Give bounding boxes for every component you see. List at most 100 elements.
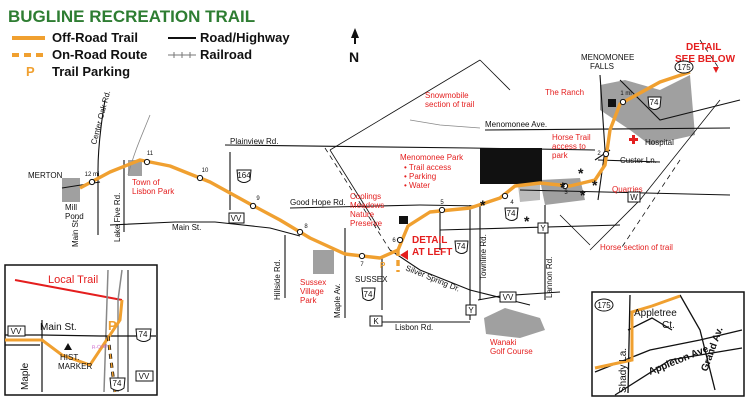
label-main-st: Main St. [172,223,201,232]
svg-text:VV: VV [503,293,514,302]
mile-marker-label: 2 [597,151,601,157]
label-main-st-vert: Main St. [71,218,80,247]
mile-markers: 12 mi 11 10 9 8 7 6 5 4 3 2 1 mi [85,91,632,268]
inset-hist-marker: HIST.MARKER [58,353,92,371]
mile-marker-label: 12 mi [85,172,100,178]
legend-onroad-label: On-Road Route [52,47,147,62]
north-label: N [349,49,359,65]
mile-marker-label: 11 [147,151,154,157]
inset-parking: P [108,318,117,333]
trail-offroad [79,70,691,260]
label-lake-five: Lake Five Rd. [113,193,122,242]
label-menomonee-ave: Menomonee Ave. [485,120,547,129]
dashed-boundaries [324,39,721,251]
svg-text:*: * [580,187,586,203]
mile-marker-label: 4 [510,200,514,206]
railroads [127,114,481,176]
inset-maple: Maple [20,362,31,390]
label-quarries: Quarries [612,185,643,194]
svg-text:*: * [524,213,530,229]
svg-text:VV: VV [11,327,22,336]
label-townline: Townline Rd. [479,234,488,280]
mile-marker-label: 8 [304,224,308,230]
svg-text:W: W [630,193,638,202]
svg-text:175: 175 [597,301,611,310]
label-plainview: Plainview Rd. [230,137,278,146]
svg-text:74: 74 [457,242,466,251]
detail-below-arrow [713,67,719,73]
section-boundaries [329,59,721,251]
mile-marker-label: 6 [392,238,396,244]
highway-shields: 164 VV 74 74 VV K Y Y W 175 74 74 [228,60,694,327]
legend-parking-symbol: P [26,64,35,79]
asterisk-marks: *** *** [480,165,598,229]
svg-text:P: P [380,261,386,270]
svg-text:K: K [373,317,379,326]
svg-text:*: * [480,197,486,213]
label-lannon: Lannon Rd. [545,257,554,298]
label-hillside: Hillside Rd. [273,260,282,300]
label-merton: MERTON [28,171,63,180]
svg-text:Y: Y [468,306,474,315]
mile-marker-label: 10 [202,168,209,174]
label-horse-section: Horse section of trail [600,243,673,252]
inset-left: Local Trail Main St. Maple P R-O-W HIST.… [4,264,158,396]
svg-text:74: 74 [364,290,373,299]
nature-preserve-building [399,216,408,224]
detail-left-arrow [400,250,408,260]
mile-marker-label: 1 mi [620,91,631,97]
svg-text:74: 74 [650,98,659,107]
mile-marker-label: 9 [256,196,260,202]
ranch-building [608,99,616,107]
legend-railroad-label: Railroad [200,47,252,62]
north-arrow [351,28,359,44]
label-the-ranch: The Ranch [545,88,584,97]
legend-road-label: Road/Highway [200,30,290,45]
inset-shady: Shady La. [618,348,629,393]
svg-text:74: 74 [139,330,148,339]
legend-parking-label: Trail Parking [52,64,130,79]
svg-text:164: 164 [237,171,251,180]
label-hospital: Hospital [645,138,674,147]
label-maple-av: Maple Av. [333,284,342,318]
legend-railroad-swatch [168,52,196,58]
map-title: BUGLINE RECREATION TRAIL [8,7,255,26]
svg-text:Y: Y [540,224,546,233]
label-silver-spring: Silver Spring Dr. [404,264,461,294]
legend-offroad-label: Off-Road Trail [52,30,138,45]
parking-markers: P [380,261,386,270]
svg-text:74: 74 [507,209,516,218]
label-sussex: SUSSEX [355,275,388,284]
svg-text:175: 175 [677,63,691,72]
svg-text:VV: VV [139,372,150,381]
label-center-oak: Center Oak Rd. [89,90,112,146]
mile-marker-label: 3 [564,190,568,196]
svg-text:74: 74 [113,379,122,388]
label-menomonee-park: Menomonee Park [400,153,464,162]
svg-text:*: * [592,177,598,193]
label-park-items: • Trail access• Parking• Water [404,163,451,190]
svg-text:VV: VV [231,214,242,223]
label-good-hope: Good Hope Rd. [290,198,346,207]
mile-marker-label: 7 [360,262,364,268]
hospital-icon [629,135,638,144]
svg-text:*: * [578,165,584,181]
menomonee-park-area [480,148,542,184]
inset-main-st: Main St. [40,322,77,333]
label-lisbon-rd: Lisbon Rd. [395,323,433,332]
mile-marker-label: 5 [440,200,444,206]
inset-row: R-O-W [92,344,108,351]
